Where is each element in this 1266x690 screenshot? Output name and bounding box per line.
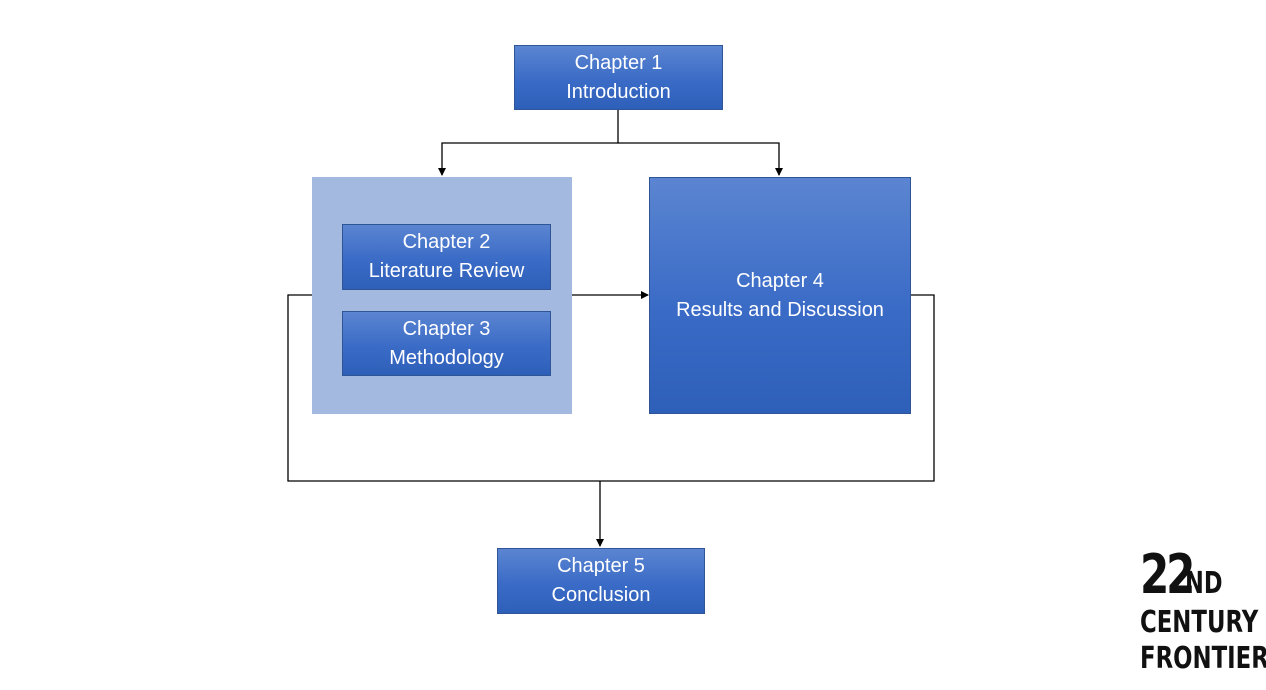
logo-top-line: 22ND	[1140, 548, 1266, 602]
chapter-5-title: Chapter 5	[557, 555, 645, 577]
chapter-3-subtitle: Methodology	[389, 346, 504, 369]
chapter-4-title: Chapter 4	[736, 269, 824, 292]
chapter-5-subtitle: Conclusion	[551, 584, 651, 606]
logo-suffix: ND	[1185, 566, 1223, 601]
chapter-1-box: Chapter 1 Introduction	[514, 45, 723, 110]
chapter-2-box: Chapter 2 Literature Review	[342, 224, 551, 290]
logo-line-frontier: FRONTIER	[1140, 641, 1266, 676]
connector-ch1-to-ch2	[438, 110, 619, 176]
chapter-3-box: Chapter 3 Methodology	[342, 311, 551, 376]
chapter-1-subtitle: Introduction	[566, 80, 671, 103]
chapter-2-title: Chapter 2	[402, 231, 491, 253]
chapters-2-3-group	[312, 177, 572, 414]
connector-ch1-to-ch4	[618, 142, 783, 176]
chapter-4-subtitle: Results and Discussion	[676, 298, 884, 321]
chapter-2-subtitle: Literature Review	[368, 260, 525, 282]
connector-loop-to-ch5	[287, 294, 935, 547]
chapter-3-title: Chapter 3	[402, 317, 491, 340]
chapter-1-title: Chapter 1	[574, 51, 663, 74]
brand-logo: 22ND CENTURY FRONTIER	[1140, 548, 1266, 674]
chapter-5-box: Chapter 5 Conclusion	[497, 548, 705, 614]
logo-number: 22	[1140, 543, 1196, 606]
logo-line-century: CENTURY	[1140, 605, 1259, 640]
chapter-4-box: Chapter 4 Results and Discussion	[649, 177, 911, 414]
